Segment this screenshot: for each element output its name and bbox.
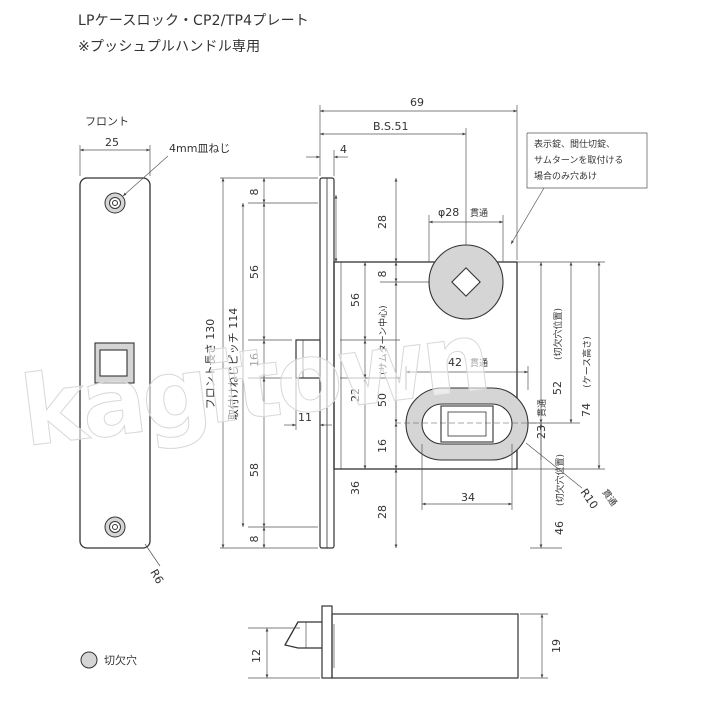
front-latch-slot	[94, 342, 135, 384]
dim-25-label: 25	[105, 136, 119, 149]
screw-label: 4mm皿ねじ	[169, 142, 230, 155]
note-line-3: 場合のみ穴あけ	[534, 170, 597, 182]
dim-16b: 16	[376, 439, 389, 453]
dim-69: 69	[410, 96, 424, 109]
title-line-2: ※プッシュプルハンドル専用	[78, 39, 261, 55]
dim-58: 58	[248, 463, 261, 477]
r10-label: R10	[578, 486, 601, 511]
dim-23-kantsu: 貫通	[537, 399, 548, 417]
cutout-pos-label-2: (切欠穴位置)	[554, 454, 566, 506]
front-screw-bottom	[104, 516, 126, 538]
dim-8a: 8	[248, 189, 261, 196]
dim-19: 19	[550, 639, 563, 653]
screw-pitch-label: 取付けねじピッチ 114	[227, 308, 240, 421]
front-plate	[79, 177, 151, 549]
top-horizontal-dims	[306, 105, 518, 262]
dim-22: 22	[349, 388, 362, 402]
dim-16a: 16	[248, 353, 261, 367]
thumbturn-center-label: (サムターン中心)	[377, 305, 389, 374]
dim-52: 52	[551, 381, 564, 395]
thumbturn-hole	[428, 244, 504, 320]
dim-12: 12	[250, 649, 263, 663]
case-height-label: (ケース高さ)	[581, 336, 593, 388]
latch-bolt	[295, 339, 321, 379]
dim-4: 4	[340, 143, 347, 156]
dim-11: 11	[298, 411, 312, 424]
right-vertical-dims	[517, 261, 605, 549]
r10-kantsu: 貫通	[600, 487, 619, 508]
dim-28b: 28	[376, 505, 389, 519]
title-line-1: LPケースロック・CP2/TP4プレート	[78, 13, 310, 29]
bottom-dims	[248, 613, 548, 679]
bottom-top-view	[284, 605, 519, 679]
front-screw-top	[104, 192, 126, 214]
legend-label: 切欠穴	[104, 653, 137, 667]
dim-25	[79, 145, 151, 176]
legend-swatch	[80, 651, 98, 669]
r6-label: R6	[147, 567, 166, 586]
legend	[80, 651, 98, 669]
case-vertical-dims-b	[380, 178, 430, 548]
dim-bs51: B.S.51	[373, 120, 409, 133]
dim-36: 36	[349, 481, 362, 495]
dim-42: 42	[448, 356, 462, 369]
dim-46: 46	[553, 521, 566, 535]
note-box	[510, 132, 648, 245]
cutout-pos-label-1: (切欠穴位置)	[552, 308, 564, 360]
dim-42-kantsu: 貫通	[470, 358, 488, 369]
dim-56b: 56	[349, 293, 362, 307]
dim-56a: 56	[248, 265, 261, 279]
dim-8c: 8	[376, 271, 389, 278]
dim-23: 23	[535, 425, 548, 439]
dim-phi28-kantsu: 貫通	[470, 208, 488, 219]
dim-8b: 8	[248, 536, 261, 543]
front-label: フロント	[85, 115, 129, 128]
dim-34: 34	[461, 491, 475, 504]
dim-50: 50	[376, 393, 389, 407]
dim-phi28: φ28	[438, 206, 459, 219]
dim-28a: 28	[376, 215, 389, 229]
note-line-2: サムターンを取付ける	[534, 155, 623, 166]
r6-leader	[144, 543, 161, 567]
dim-11-lines	[284, 378, 332, 430]
handle-slot	[395, 387, 540, 461]
slot-horizontal-dims	[405, 366, 529, 510]
case-vertical-dims-a	[334, 195, 400, 469]
screw-leader	[122, 155, 169, 197]
note-line-1: 表示錠、間仕切錠、	[534, 138, 615, 150]
left-vertical-dims	[220, 177, 318, 549]
dim-74: 74	[580, 403, 593, 417]
front-length-label: フロント長さ 130	[204, 319, 217, 410]
r10-leader	[525, 442, 583, 489]
lock-case	[333, 261, 518, 470]
